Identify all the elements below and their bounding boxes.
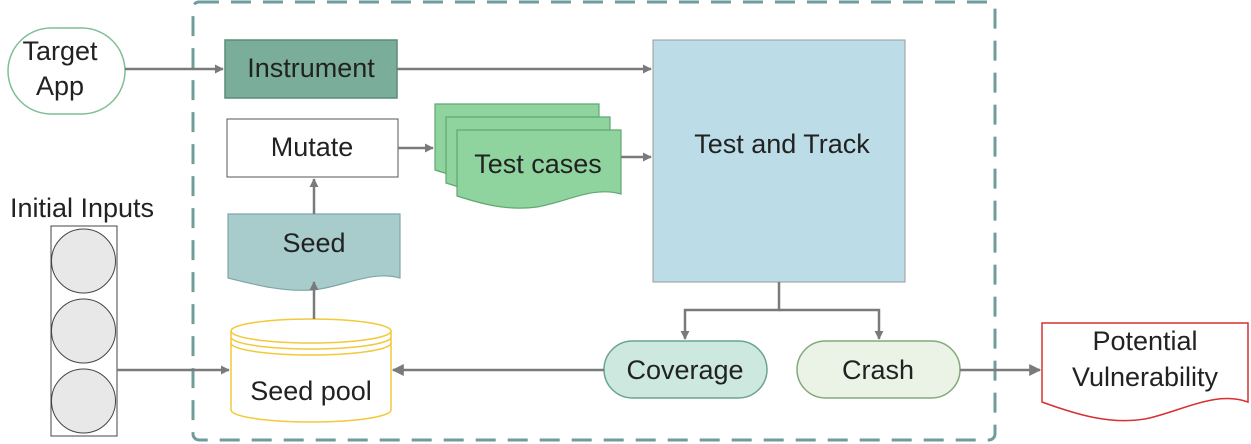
crash-label: Crash [842,355,914,385]
potential-vulnerability-label-line2: Vulnerability [1072,362,1219,392]
seed-pool-node: Seed pool [230,318,392,423]
potential-vulnerability-node: Potential Vulnerability [1041,322,1249,422]
seed-pool-label: Seed pool [250,376,372,406]
coverage-label: Coverage [626,355,743,385]
test-cases-label: Test cases [474,149,602,179]
potential-vulnerability-label-line1: Potential [1092,326,1197,356]
instrument-label: Instrument [247,53,375,83]
initial-inputs-stack [50,225,118,437]
input-item-2 [51,298,116,364]
test-and-track-node: Test and Track [652,39,906,283]
fuzzer-boundary [191,0,997,442]
crash-node: Crash [796,340,961,399]
initial-inputs-label: Initial Inputs [10,193,154,223]
seed-label: Seed [282,228,345,258]
connector-test-to-crash [779,308,884,340]
connectors [117,64,1042,376]
coverage-node: Coverage [603,340,768,399]
mutate-node: Mutate [226,118,399,178]
mutate-label: Mutate [271,132,354,162]
test-cases-node: Test cases [434,103,622,209]
seed-node: Seed [227,213,401,291]
test-and-track-label: Test and Track [694,129,870,159]
connector-test-split [680,282,781,340]
target-app-label-line2: App [36,71,84,101]
target-app-label-line1: Target [22,36,98,66]
target-app-node: Target App [7,27,126,115]
input-item-3 [51,368,116,434]
input-item-1 [51,228,116,294]
instrument-node: Instrument [224,39,398,99]
